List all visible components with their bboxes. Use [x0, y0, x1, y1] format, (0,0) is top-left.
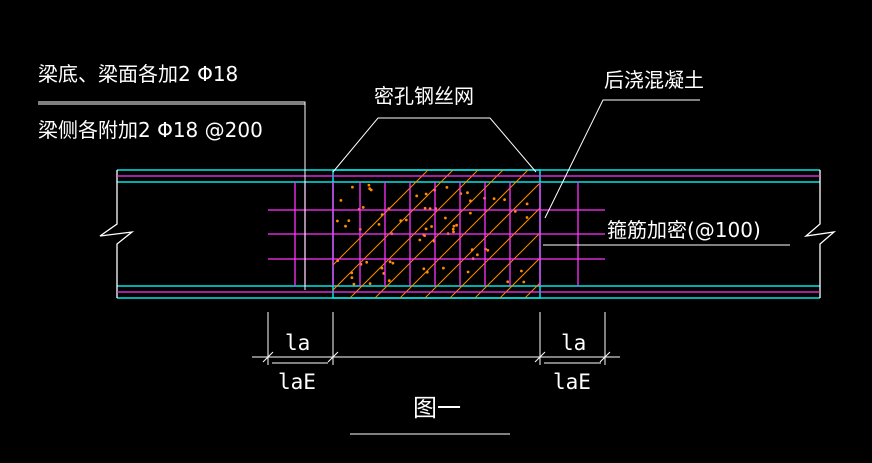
concrete-speck [525, 202, 529, 206]
concrete-speck [339, 199, 343, 202]
concrete-speck [336, 259, 340, 263]
concrete-speck [388, 260, 392, 264]
concrete-speck [442, 266, 445, 270]
mesh-leader [332, 117, 537, 173]
concrete-speck [351, 185, 354, 189]
concrete-speck [422, 267, 426, 271]
concrete-speck [365, 260, 369, 264]
concrete-speck [424, 227, 428, 231]
concrete-speck [424, 192, 428, 196]
left-dim-lae: laE [278, 370, 316, 394]
concrete-speck [377, 223, 381, 226]
concrete-speck [336, 219, 339, 223]
concrete-speck [368, 282, 372, 286]
concrete-speck [382, 272, 386, 275]
left-dim-la: la [285, 331, 311, 355]
concrete-speck [455, 223, 459, 227]
concrete-speck [368, 187, 372, 191]
leader-lines [38, 99, 790, 435]
concrete-speck [503, 198, 507, 202]
figure-title: 图一 [413, 394, 461, 422]
concrete-speck [513, 210, 517, 213]
dimension-lines [252, 312, 620, 365]
concrete-speck [387, 207, 391, 211]
note-line-1: 梁底、梁面各加2 Φ18 [38, 62, 239, 86]
concrete-speck [522, 280, 526, 284]
concrete-speck [492, 197, 496, 201]
tick-2 [327, 351, 339, 363]
concrete-speck [452, 224, 456, 228]
concrete-speck [470, 248, 474, 252]
stirrup-label: 箍筋加密(@100) [607, 218, 761, 242]
left-break-line [99, 170, 135, 298]
tick-3 [534, 351, 546, 363]
concrete-speck [380, 266, 384, 270]
concrete-speck [361, 206, 365, 209]
concrete-speck [404, 218, 408, 222]
concrete-speck [444, 216, 447, 220]
concrete-speck [380, 213, 384, 217]
concrete-speck [430, 225, 434, 228]
right-dim-la: la [561, 331, 587, 355]
right-break-line [803, 170, 837, 298]
rebar-grid [117, 175, 820, 293]
break-lines [99, 170, 837, 298]
concrete-speck [425, 270, 429, 274]
concrete-speck [415, 194, 419, 198]
tick-4 [599, 351, 611, 363]
concrete-speck [423, 206, 427, 210]
concrete-speck [486, 248, 490, 252]
concrete-speck [506, 280, 510, 284]
mesh-label: 密孔钢丝网 [374, 84, 474, 108]
concrete-speck [469, 199, 472, 203]
concrete-speck [466, 191, 469, 195]
concrete-leader [544, 99, 700, 219]
concrete-speck [466, 270, 470, 274]
concrete-speck [452, 230, 455, 234]
concrete-speck [387, 279, 391, 283]
hatch-line-9 [499, 257, 540, 298]
concrete-speck [367, 183, 371, 187]
concrete-speck [352, 282, 356, 286]
concrete-speck [451, 227, 455, 231]
stirrup-group [294, 182, 579, 286]
note-line-2: 梁侧各附加2 Φ18 @200 [38, 118, 263, 142]
concrete-speck [350, 276, 354, 280]
concrete-label: 后浇混凝土 [604, 68, 704, 92]
concrete-speck [344, 224, 347, 228]
concrete-speck [469, 211, 472, 215]
concrete-speck [350, 271, 354, 275]
concrete-speck [418, 238, 422, 242]
note-leader [38, 101, 306, 290]
concrete-speck [399, 219, 403, 223]
concrete-speck [347, 219, 351, 223]
concrete-speck [428, 207, 432, 211]
concrete-speck [476, 253, 479, 257]
concrete-speck [391, 261, 395, 265]
concrete-speck [525, 216, 529, 219]
tick-1 [262, 351, 274, 363]
concrete-speck [520, 269, 523, 273]
concrete-speck [445, 186, 449, 189]
right-dim-lae: laE [553, 370, 591, 394]
